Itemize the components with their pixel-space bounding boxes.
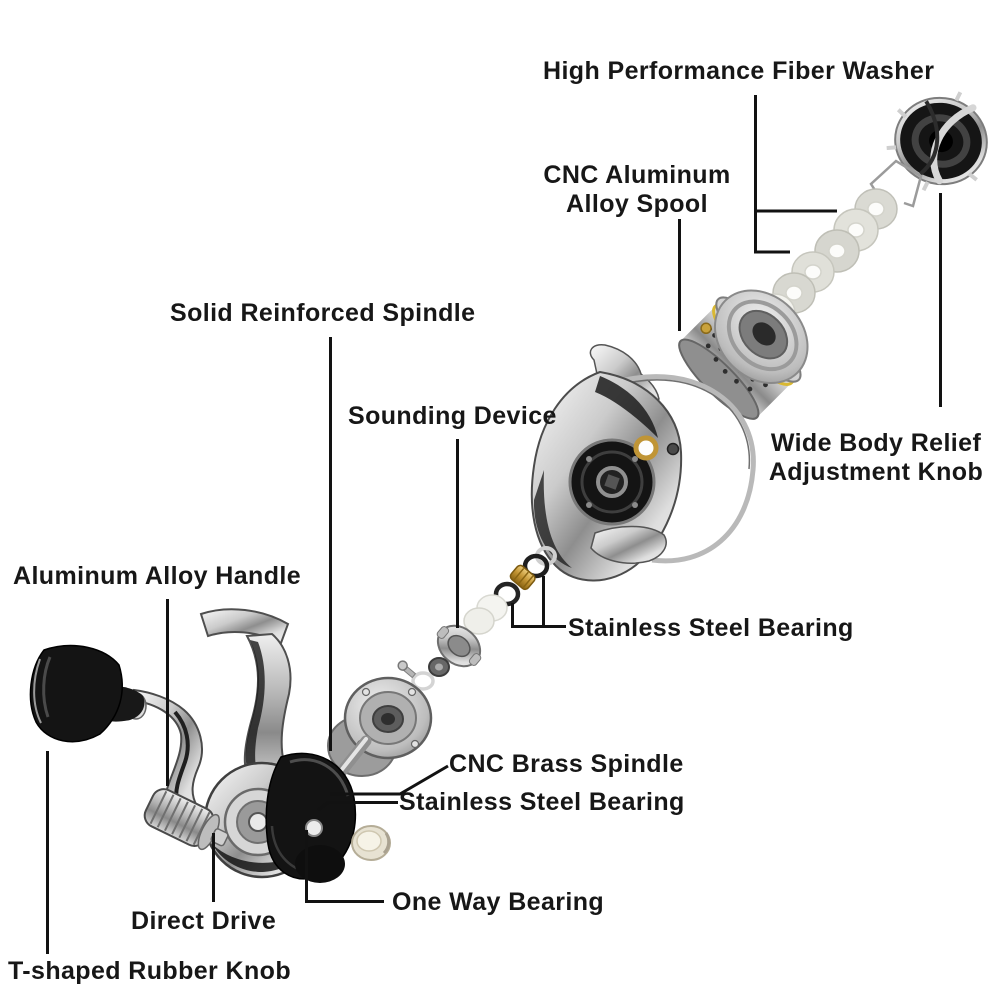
screw-part <box>397 660 417 679</box>
leader-brass-spindle <box>330 764 449 796</box>
label-aluminum-alloy-handle: Aluminum Alloy Handle <box>13 562 302 590</box>
steel-bearing-part <box>522 553 550 579</box>
brass-bushing-part <box>509 564 536 591</box>
rotor-part <box>530 343 756 582</box>
leader-bearing-lower <box>317 801 398 812</box>
label-stainless-steel-bearing-upper: Stainless Steel Bearing <box>568 614 854 642</box>
label-one-way-bearing: One Way Bearing <box>392 888 605 916</box>
label-direct-drive: Direct Drive <box>131 907 277 935</box>
leader-lines <box>46 95 942 954</box>
spool-part <box>678 289 809 420</box>
label-solid-reinforced-spindle: Solid Reinforced Spindle <box>170 299 476 327</box>
label-wide-body-relief-adjustment-knob: Wide Body Relief Adjustment Knob <box>768 429 984 486</box>
oval-ring-part <box>411 671 435 691</box>
label-stainless-steel-bearing-lower: Stainless Steel Bearing <box>399 788 685 816</box>
drive-train-small-parts <box>397 546 557 691</box>
handle-part <box>29 644 229 851</box>
washer-part <box>463 607 495 635</box>
drag-knob-part <box>886 91 988 192</box>
sounding-device-part <box>436 624 482 668</box>
label-cnc-brass-spindle: CNC Brass Spindle <box>449 750 684 778</box>
bail-wire-part <box>603 374 756 564</box>
t-knob-part <box>29 644 123 743</box>
one-way-bearing-part <box>351 825 391 861</box>
label-high-performance-fiber-washer: High Performance Fiber Washer <box>543 57 935 85</box>
label-sounding-device: Sounding Device <box>348 402 557 430</box>
leader-one-way-bearing <box>305 830 384 903</box>
rotor-nut-part <box>633 435 659 461</box>
leader-bearing-upper <box>511 576 566 628</box>
label-cnc-aluminum-alloy-spool: CNC Aluminum Alloy Spool <box>543 161 731 218</box>
leader-fiber-washer <box>754 95 837 254</box>
label-t-shaped-rubber-knob: T-shaped Rubber Knob <box>8 957 291 985</box>
anti-reverse-gear-part <box>305 819 323 837</box>
reel-body-part <box>199 608 357 883</box>
direct-drive-part <box>143 788 229 851</box>
